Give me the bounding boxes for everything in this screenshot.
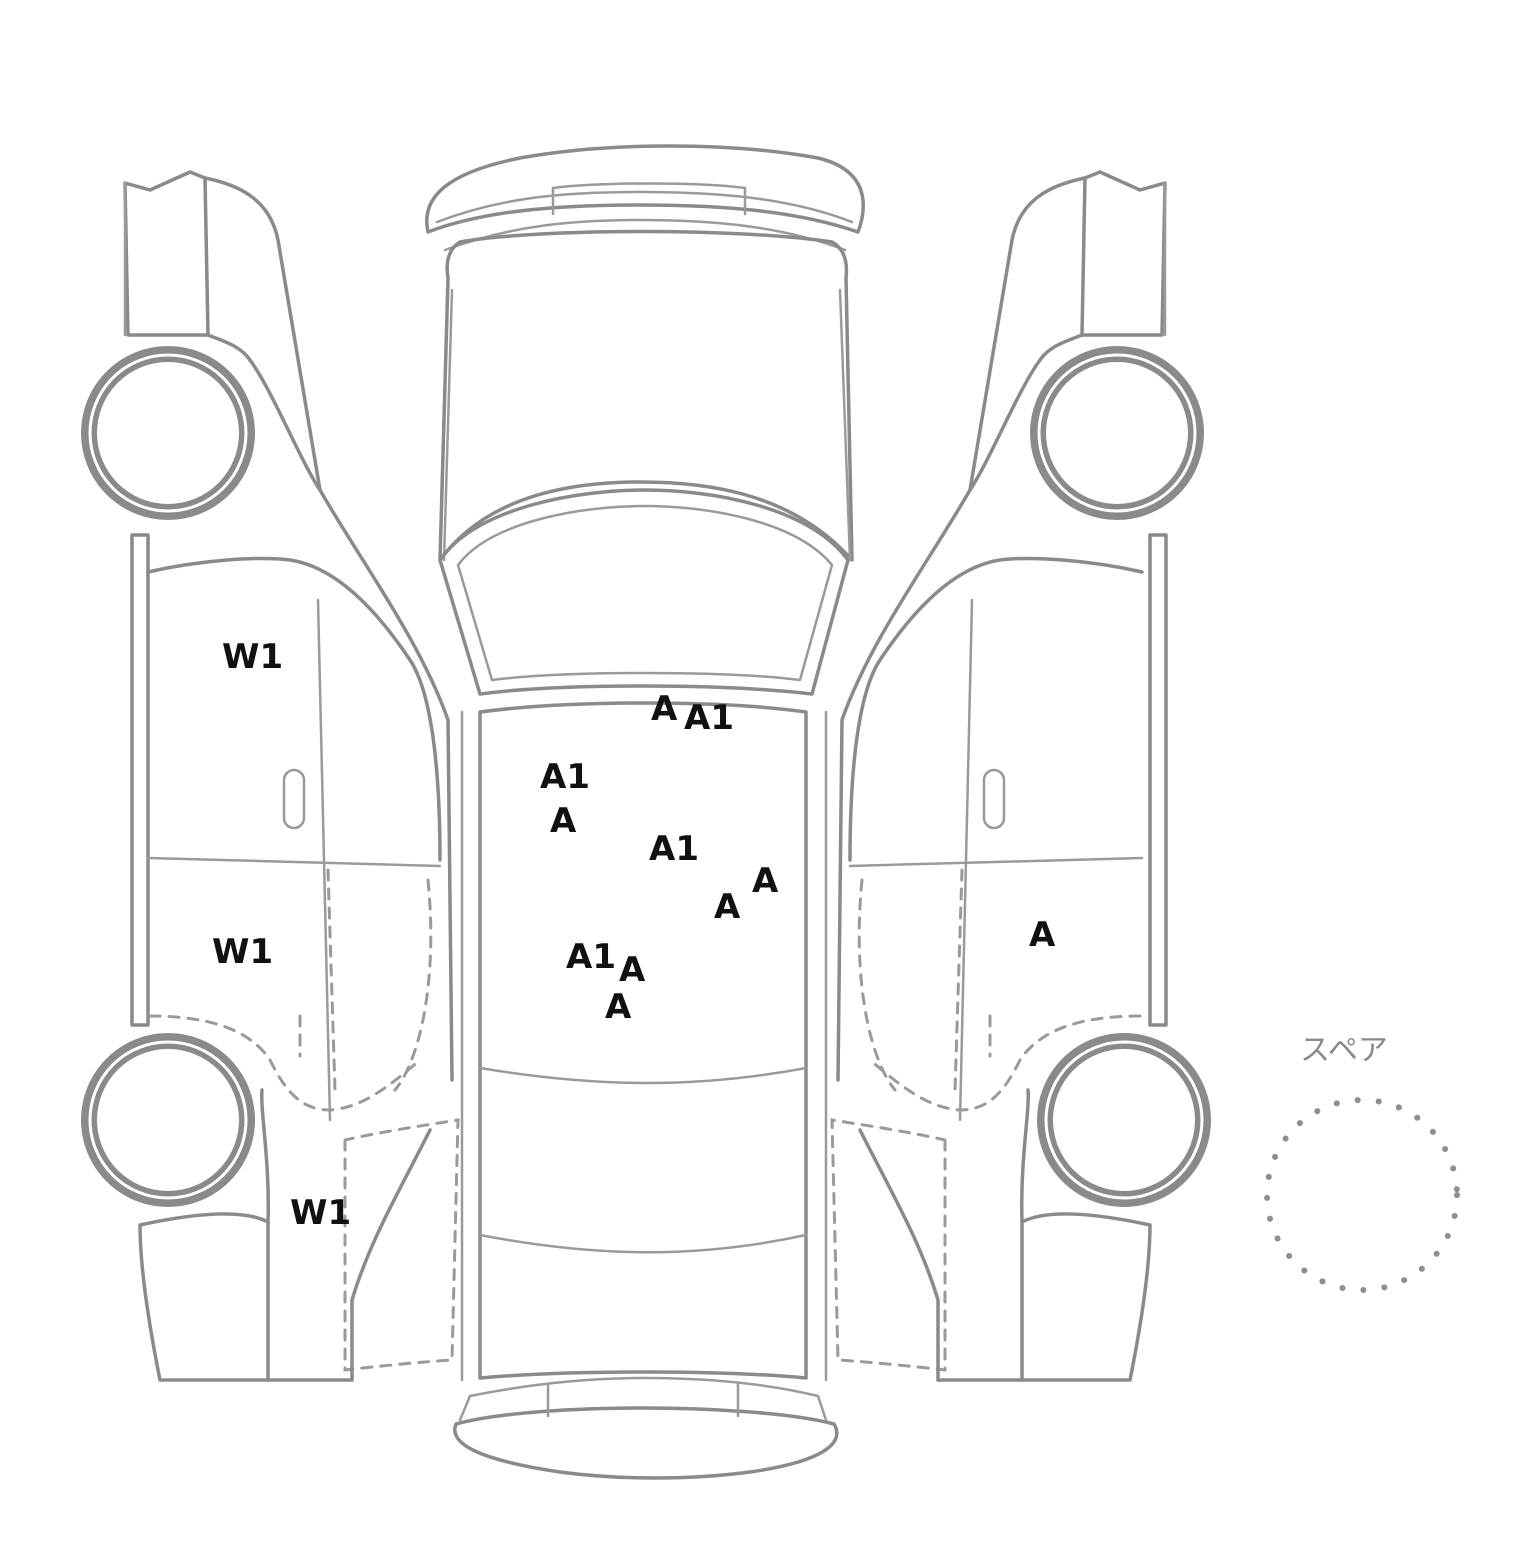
damage-mark: A bbox=[752, 861, 779, 901]
damage-mark: A bbox=[651, 689, 678, 729]
damage-mark: A bbox=[1029, 915, 1056, 955]
damage-mark: A1 bbox=[566, 937, 616, 977]
top-view bbox=[425, 144, 865, 1480]
right-side-view bbox=[830, 170, 1211, 1382]
spare-tire-outline bbox=[1264, 1097, 1460, 1293]
damage-mark: A bbox=[619, 950, 646, 990]
rear-bumper bbox=[453, 1406, 839, 1480]
damage-mark: A1 bbox=[649, 829, 699, 869]
damage-mark: W1 bbox=[290, 1193, 352, 1233]
spare-label: スペア bbox=[1300, 1033, 1388, 1068]
damage-mark: W1 bbox=[222, 637, 284, 677]
damage-mark: W1 bbox=[212, 932, 274, 972]
damage-mark: A1 bbox=[540, 757, 590, 797]
windshield bbox=[438, 488, 850, 696]
damage-mark: A bbox=[550, 801, 577, 841]
roof-panel bbox=[478, 701, 808, 1380]
front-bumper bbox=[425, 144, 865, 234]
damage-mark: A bbox=[714, 887, 741, 927]
damage-mark: A1 bbox=[684, 698, 734, 738]
left-side-view bbox=[81, 170, 460, 1382]
hood-panel bbox=[438, 229, 854, 562]
damage-mark: A bbox=[605, 987, 632, 1027]
